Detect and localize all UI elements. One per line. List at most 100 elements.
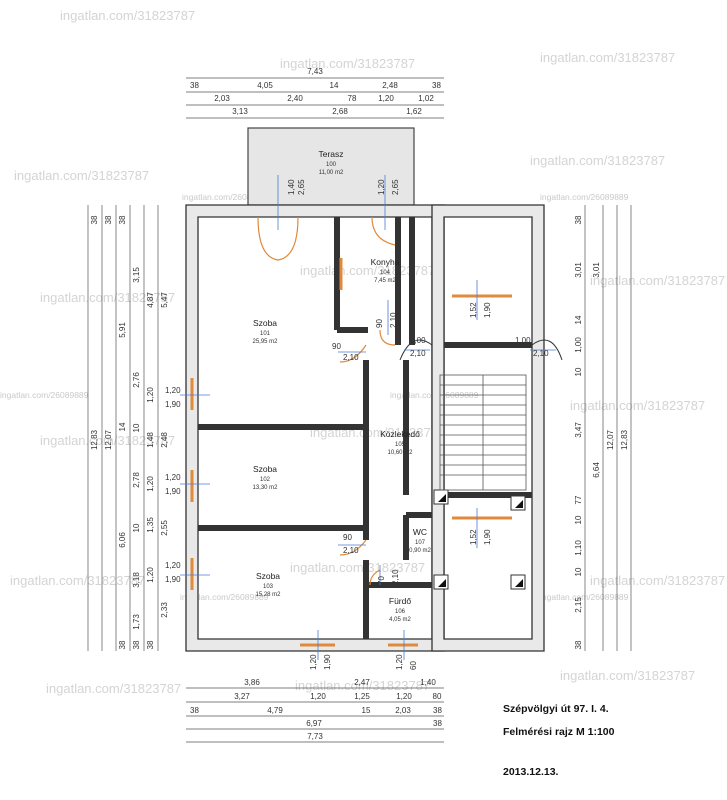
room-labels: Terasz 100 11,00 m2 Konyha 104 7,45 m2 S… bbox=[252, 149, 431, 623]
opening-width: 1,40 bbox=[287, 179, 296, 195]
dim-seg: 4,79 bbox=[267, 706, 283, 715]
door-height: 2,10 bbox=[391, 569, 400, 585]
stair-block-wall bbox=[431, 204, 545, 652]
watermark: ingatlan.com/31823787 bbox=[295, 678, 430, 693]
opening-height: 2,65 bbox=[297, 179, 306, 195]
dim-seg: 3,27 bbox=[234, 692, 250, 701]
dim-seg: 1,35 bbox=[146, 517, 155, 533]
room-number: 105 bbox=[395, 442, 406, 448]
drawing-date: 2013.12.13. bbox=[503, 766, 559, 778]
watermark: ingatlan.com/26089889 bbox=[540, 592, 629, 602]
dim-seg: 6,64 bbox=[592, 462, 601, 478]
opening-height: 1,90 bbox=[165, 575, 181, 584]
dim-seg: 38 bbox=[104, 215, 113, 224]
opening-width: 1,00 bbox=[410, 336, 426, 345]
watermark: ingatlan.com/31823787 bbox=[40, 290, 175, 305]
room-name: Szoba bbox=[253, 464, 277, 474]
dim-seg: 10 bbox=[132, 423, 141, 432]
opening-height: 1,90 bbox=[483, 529, 492, 545]
chimney-mark bbox=[515, 579, 523, 587]
room-name: Konyha bbox=[371, 257, 400, 267]
dim-seg: 38 bbox=[190, 81, 199, 90]
dim-seg: 38 bbox=[574, 640, 583, 649]
opening-height: 1,90 bbox=[323, 654, 332, 670]
dim-seg: 38 bbox=[432, 81, 441, 90]
dim-seg: 2,55 bbox=[160, 520, 169, 536]
dim-seg: 10 bbox=[574, 515, 583, 524]
dim-seg: 1,25 bbox=[354, 692, 370, 701]
dim-seg: 3,01 bbox=[574, 262, 583, 278]
chimney-mark bbox=[438, 494, 446, 502]
watermark: ingatlan.com/31823787 bbox=[560, 668, 695, 683]
dim-seg: 14 bbox=[330, 81, 339, 90]
drawing-title: Felmérési rajz M 1:100 bbox=[503, 726, 615, 738]
watermark: ingatlan.com/26089889 bbox=[540, 192, 629, 202]
dim-seg: 6,06 bbox=[118, 532, 127, 548]
address-text: Szépvölgyi út 97. I. 4. bbox=[503, 703, 609, 715]
opening-width: 1,20 bbox=[395, 654, 404, 670]
door-width: 90 bbox=[375, 319, 384, 328]
watermark: ingatlan.com/31823787 bbox=[590, 573, 725, 588]
dim-seg: 2,33 bbox=[160, 602, 169, 618]
dim-seg: 10 bbox=[574, 567, 583, 576]
room-name: Terasz bbox=[318, 149, 343, 159]
room-number: 106 bbox=[395, 609, 406, 615]
dim-total: 12,07 bbox=[104, 429, 113, 450]
dim-seg: 6,97 bbox=[306, 719, 322, 728]
dim-seg: 10 bbox=[132, 523, 141, 532]
opening-axis-marks bbox=[180, 175, 556, 660]
room-area: 15,28 m2 bbox=[255, 592, 281, 598]
door-height: 2,10 bbox=[343, 546, 359, 555]
kitchen-terrace-door-swing bbox=[371, 216, 396, 246]
opening-width: 1,20 bbox=[165, 386, 181, 395]
watermark: ingatlan.com/31823787 bbox=[570, 398, 705, 413]
building-walls bbox=[185, 204, 545, 652]
left-dimensions: 12,83 12,07 38 38 38 5,91 14 6,06 38 3,1… bbox=[87, 205, 169, 651]
dim-seg: 2,03 bbox=[395, 706, 411, 715]
stair-opening-arc bbox=[531, 339, 563, 361]
dim-seg: 5,47 bbox=[160, 292, 169, 308]
dim-seg: 3,13 bbox=[232, 107, 248, 116]
staircase bbox=[439, 374, 527, 491]
opening-width: 1,20 bbox=[165, 561, 181, 570]
room-number: 104 bbox=[380, 270, 391, 276]
bottom-dimensions: 3,86 2,47 1,40 3,27 1,20 1,25 1,20 80 38… bbox=[186, 678, 444, 743]
opening-width: 1,52 bbox=[469, 302, 478, 318]
right-dimensions: 38 3,01 14 1,00 10 3,47 77 10 1,10 10 2,… bbox=[574, 205, 632, 651]
opening-height: 2,10 bbox=[410, 349, 426, 358]
door-bath bbox=[369, 569, 381, 586]
hall-opening-arc bbox=[399, 339, 433, 361]
openings bbox=[190, 216, 563, 647]
terrace-door-swing bbox=[257, 216, 299, 261]
room-area: 13,30 m2 bbox=[252, 485, 278, 491]
dim-seg: 4,87 bbox=[146, 292, 155, 308]
room-number: 102 bbox=[260, 477, 271, 483]
watermark: ingatlan.com/31823787 bbox=[530, 153, 665, 168]
dim-seg: 1,10 bbox=[574, 540, 583, 556]
room-name: Szoba bbox=[256, 571, 280, 581]
chimney-mark bbox=[438, 579, 446, 587]
dim-seg: 38 bbox=[574, 215, 583, 224]
watermark: ingatlan.com/31823787 bbox=[46, 681, 181, 696]
dim-seg: 1,20 bbox=[146, 567, 155, 583]
dim-seg: 1,02 bbox=[418, 94, 434, 103]
dim-seg: 3,47 bbox=[574, 422, 583, 438]
dim-seg: 1,62 bbox=[406, 107, 422, 116]
door-height: 2,10 bbox=[389, 312, 398, 328]
watermark: ingatlan.com/31823787 bbox=[540, 50, 675, 65]
door-width: 70 bbox=[377, 576, 386, 585]
door-103 bbox=[339, 539, 367, 556]
dim-seg: 1,20 bbox=[310, 692, 326, 701]
room-area: 11,00 m2 bbox=[319, 170, 344, 176]
dim-seg: 2,15 bbox=[574, 597, 583, 613]
watermark: ingatlan.com/31823787 bbox=[280, 56, 415, 71]
opening-height: 2,10 bbox=[533, 349, 549, 358]
watermark: ingatlan.com/31823787 bbox=[290, 560, 425, 575]
watermark: ingatlan.com/31823787 bbox=[10, 573, 145, 588]
opening-width: 1,20 bbox=[309, 654, 318, 670]
room-name: Közlekedő bbox=[380, 429, 420, 439]
opening-width: 1,00 bbox=[515, 336, 531, 345]
dim-seg: 4,05 bbox=[257, 81, 273, 90]
dim-seg: 14 bbox=[118, 422, 127, 431]
